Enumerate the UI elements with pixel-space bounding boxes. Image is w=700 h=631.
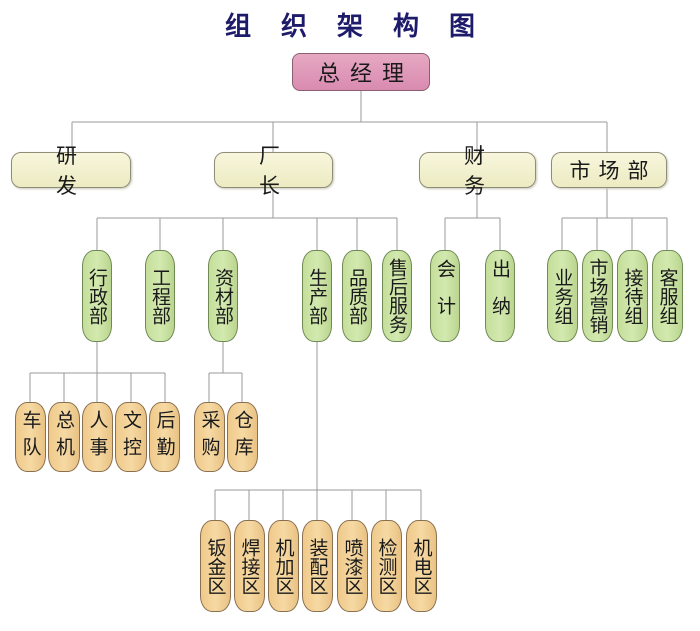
node-after-sales[interactable]: 售后服务 — [382, 250, 412, 342]
node-reception-group[interactable]: 接待组 — [617, 250, 648, 342]
node-fleet[interactable]: 车队 — [15, 402, 46, 472]
node-welding-area[interactable]: 焊接区 — [234, 520, 265, 612]
node-document-control[interactable]: 文控 — [115, 402, 147, 472]
node-painting-area[interactable]: 喷漆区 — [337, 520, 368, 612]
node-rnd[interactable]: 研发 — [11, 144, 131, 198]
node-assembly-area[interactable]: 装配区 — [302, 520, 333, 612]
node-machining-area[interactable]: 机加区 — [268, 520, 299, 612]
node-accounting[interactable]: 会计 — [430, 250, 460, 342]
node-logistics[interactable]: 后勤 — [149, 402, 180, 472]
node-switchboard[interactable]: 总机 — [48, 402, 80, 472]
node-finance[interactable]: 财务 — [419, 144, 536, 198]
node-hr[interactable]: 人事 — [82, 402, 113, 472]
chart-title: 组织架构图 — [224, 12, 505, 42]
node-admin-dept[interactable]: 行政部 — [82, 250, 112, 342]
node-general-manager[interactable]: 总经理 — [292, 53, 430, 91]
node-cashier[interactable]: 出纳 — [485, 250, 515, 342]
node-sales-group[interactable]: 业务组 — [547, 250, 578, 342]
node-inspection-area[interactable]: 检测区 — [371, 520, 402, 612]
node-engineering-dept[interactable]: 工程部 — [145, 250, 175, 342]
node-factory-director[interactable]: 厂长 — [214, 144, 333, 198]
node-production-dept[interactable]: 生产部 — [302, 250, 332, 342]
node-sheet-metal-area[interactable]: 钣金区 — [200, 520, 231, 612]
node-electromechanical-area[interactable]: 机电区 — [406, 520, 437, 612]
node-marketing[interactable]: 市场部 — [551, 152, 667, 188]
node-marketing-group[interactable]: 市场营销 — [582, 250, 613, 342]
node-quality-dept[interactable]: 品质部 — [342, 250, 372, 342]
node-purchasing[interactable]: 采购 — [194, 402, 225, 472]
node-materials-dept[interactable]: 资材部 — [208, 250, 238, 342]
node-warehouse[interactable]: 仓库 — [227, 402, 258, 472]
node-customer-service-group[interactable]: 客服组 — [652, 250, 683, 342]
